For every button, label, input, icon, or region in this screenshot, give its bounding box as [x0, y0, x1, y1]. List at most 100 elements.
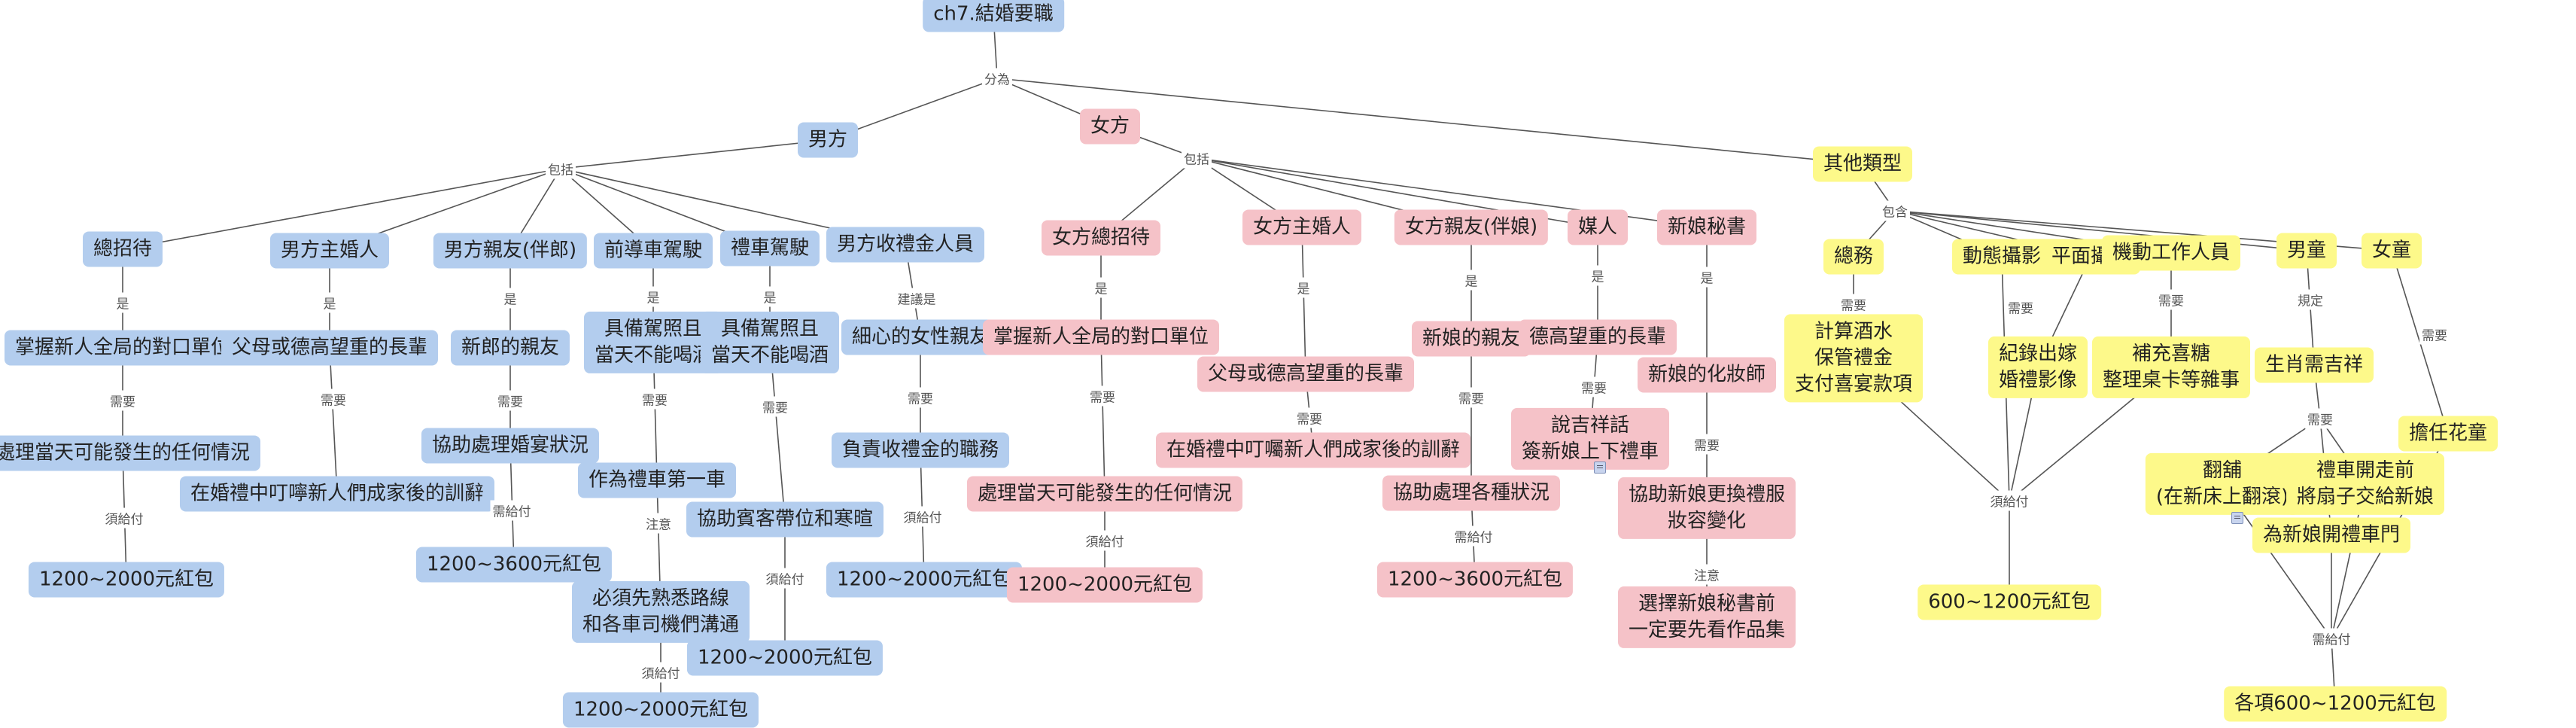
rel-label-must-pay: 須給付 — [763, 568, 807, 589]
other-pageboy-task-bed[interactable]: 翻舖(在新床上翻滾) — [2145, 452, 2300, 516]
rel-label-need: 需要 — [640, 388, 670, 410]
groom-bestman-need[interactable]: 協助處理婚宴狀況 — [421, 428, 600, 464]
rel-label-need: 需要 — [2006, 297, 2036, 318]
rel-label-must-pay: 須給付 — [1083, 530, 1127, 551]
groom-elder-desc[interactable]: 父母或德高望重的長輩 — [220, 330, 439, 366]
bride-matchmaker-need[interactable]: 說吉祥話簽新娘上下禮車 — [1510, 407, 1670, 471]
groom-host-pay[interactable]: 1200~2000元紅包 — [28, 562, 225, 598]
rel-label-need: 需要 — [760, 396, 790, 417]
groom-lead-driver-need[interactable]: 作為禮車第一車 — [577, 462, 737, 498]
groom-car-driver-pay[interactable]: 1200~2000元紅包 — [686, 640, 884, 676]
other-staff-pay[interactable]: 600~1200元紅包 — [1918, 584, 2101, 620]
groom-elder-need[interactable]: 在婚禮中叮嚀新人們成家後的訓辭 — [179, 476, 495, 512]
rel-label-must-pay: 須給付 — [639, 662, 683, 683]
rel-label-is: 是 — [321, 292, 339, 313]
groom-car-driver-need[interactable]: 協助賓客帶位和寒暄 — [686, 501, 884, 538]
other-mobile-node[interactable]: 機動工作人員 — [2101, 235, 2241, 271]
bride-bridesmaid-need[interactable]: 協助處理各種狀況 — [1382, 475, 1561, 511]
rel-label-include-groom: 包括 — [546, 158, 576, 179]
other-pageboy-node[interactable]: 男童 — [2276, 233, 2337, 269]
root-topic[interactable]: ch7.結婚要職 — [923, 0, 1064, 32]
rel-label-need: 需要 — [1294, 407, 1324, 428]
rel-label-need-pay: 需給付 — [1452, 525, 1495, 547]
groom-bestman-pay[interactable]: 1200~3600元紅包 — [415, 547, 613, 583]
bride-host-pay[interactable]: 1200~2000元紅包 — [1006, 567, 1203, 603]
other-affairs-node[interactable]: 總務 — [1823, 239, 1884, 275]
other-flowergirl-task[interactable]: 擔任花童 — [2398, 416, 2498, 452]
rel-label-need: 需要 — [1456, 387, 1486, 408]
rel-label-is: 是 — [1589, 265, 1607, 286]
groom-topic[interactable]: 男方 — [797, 122, 859, 158]
other-pageboy-rule[interactable]: 生肖需吉祥 — [2254, 347, 2374, 383]
groom-host-desc[interactable]: 掌握新人全局的對口單位 — [4, 330, 242, 366]
bride-stylist-node[interactable]: 新娘秘書 — [1656, 209, 1757, 245]
rel-label-must-pay: 須給付 — [1988, 490, 2031, 511]
other-pageboy-task-fan[interactable]: 禮車開走前將扇子交給新娘 — [2286, 452, 2445, 516]
groom-cashier-need[interactable]: 負責收禮金的職務 — [831, 432, 1010, 468]
other-photo-need[interactable]: 紀錄出嫁婚禮影像 — [1988, 336, 2088, 399]
bride-elder-node[interactable]: 女方主婚人 — [1242, 209, 1362, 245]
other-mobile-need[interactable]: 補充喜糖整理桌卡等雜事 — [2091, 336, 2251, 399]
rel-label-include-bride: 包括 — [1182, 148, 1212, 169]
bride-elder-need[interactable]: 在婚禮中叮囑新人們成家後的訓辭 — [1155, 432, 1471, 468]
rel-label-need: 需要 — [108, 390, 138, 411]
note-icon[interactable] — [1594, 461, 1606, 474]
other-pageboy-task-door[interactable]: 為新娘開禮車門 — [2252, 517, 2411, 553]
bride-bridesmaid-pay[interactable]: 1200~3600元紅包 — [1376, 562, 1574, 598]
rel-label-need: 需要 — [905, 387, 935, 408]
bride-elder-desc[interactable]: 父母或德高望重的長輩 — [1197, 356, 1415, 392]
groom-cashier-node[interactable]: 男方收禮金人員 — [826, 227, 985, 263]
rel-label-is: 是 — [501, 288, 519, 309]
bride-stylist-note[interactable]: 選擇新娘秘書前一定要先看作品集 — [1617, 586, 1796, 649]
note-icon[interactable] — [2231, 512, 2243, 524]
groom-lead-driver-pay[interactable]: 1200~2000元紅包 — [562, 692, 759, 728]
groom-elder-node[interactable]: 男方主婚人 — [269, 233, 390, 269]
groom-host-node[interactable]: 總招待 — [82, 231, 163, 267]
rel-label-need-pay: 需給付 — [490, 500, 534, 521]
groom-bestman-desc[interactable]: 新郎的親友 — [450, 330, 570, 366]
rel-label-need: 需要 — [2419, 324, 2450, 345]
bride-stylist-need[interactable]: 協助新娘更換禮服妝容變化 — [1617, 477, 1796, 540]
rel-label-need: 需要 — [2305, 408, 2335, 429]
rel-label-is: 是 — [761, 286, 779, 307]
groom-host-need[interactable]: 處理當天可能發生的任何情況 — [0, 435, 261, 471]
rel-label-suggest-is: 建議是 — [895, 288, 938, 309]
rel-label-is: 是 — [1092, 277, 1110, 298]
rel-label-need-pay: 需給付 — [2310, 628, 2353, 649]
bride-host-desc[interactable]: 掌握新人全局的對口單位 — [982, 319, 1220, 355]
other-affairs-need[interactable]: 計算酒水保管禮金支付喜宴款項 — [1784, 314, 1924, 403]
groom-lead-driver-desc[interactable]: 具備駕照且當天不能喝酒 — [583, 311, 723, 374]
bride-stylist-desc[interactable]: 新娘的化妝師 — [1637, 357, 1777, 393]
other-topic[interactable]: 其他類型 — [1812, 146, 1913, 182]
bride-host-node[interactable]: 女方總招待 — [1041, 220, 1161, 256]
rel-label-need: 需要 — [1087, 385, 1118, 407]
groom-car-driver-desc[interactable]: 具備駕照且當天不能喝酒 — [700, 311, 840, 374]
other-video-node[interactable]: 動態攝影 — [1951, 239, 2052, 275]
groom-bestman-node[interactable]: 男方親友(伴郎) — [433, 233, 588, 269]
rel-label-is: 是 — [644, 286, 662, 307]
other-flowergirl-node[interactable]: 女童 — [2361, 233, 2422, 269]
bride-matchmaker-desc[interactable]: 德高望重的長輩 — [1518, 319, 1677, 355]
bride-bridesmaid-desc[interactable]: 新娘的親友 — [1411, 321, 1531, 357]
groom-cashier-pay[interactable]: 1200~2000元紅包 — [826, 562, 1023, 598]
rel-label-need: 需要 — [1579, 376, 1609, 398]
bride-matchmaker-node[interactable]: 媒人 — [1567, 209, 1629, 245]
rel-label-need: 需要 — [495, 390, 525, 411]
rel-label-need: 需要 — [2156, 289, 2186, 310]
groom-cashier-desc[interactable]: 細心的女性親友 — [841, 319, 1000, 355]
rel-label-need: 需要 — [1838, 294, 1869, 315]
bride-topic[interactable]: 女方 — [1079, 108, 1141, 145]
groom-lead-driver-note[interactable]: 必須先熟悉路線和各車司機們溝通 — [571, 580, 750, 644]
rel-label-need: 需要 — [1692, 434, 1722, 455]
rel-label-is: 是 — [114, 292, 132, 313]
rel-label-is: 是 — [1698, 267, 1716, 288]
rel-label-note: 注意 — [643, 513, 674, 534]
rel-label-rule: 規定 — [2295, 289, 2325, 310]
bride-host-need[interactable]: 處理當天可能發生的任何情況 — [966, 476, 1243, 512]
bride-bridesmaid-node[interactable]: 女方親友(伴娘) — [1394, 209, 1549, 245]
rel-label-is: 是 — [1462, 270, 1480, 291]
rel-label-include-other: 包含 — [1880, 200, 1910, 221]
other-kids-pay[interactable]: 各項600~1200元紅包 — [2224, 686, 2447, 722]
groom-car-driver-node[interactable]: 禮車駕駛 — [719, 230, 820, 267]
groom-lead-driver-node[interactable]: 前導車駕駛 — [593, 233, 713, 269]
